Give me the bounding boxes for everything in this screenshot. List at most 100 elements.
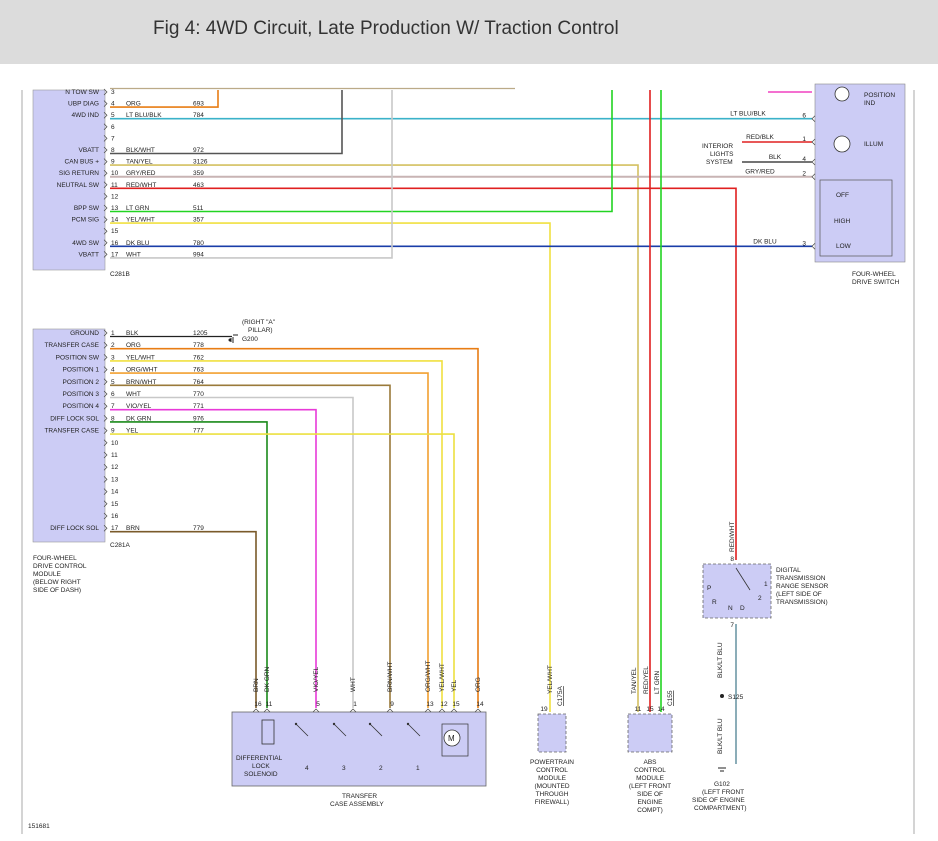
pin-chevron-icon <box>103 123 108 131</box>
pin-number: 9 <box>111 428 115 435</box>
pin-chevron-icon <box>349 708 357 713</box>
powertrain-control-module: 19YEL/WHTC175APOWERTRAINCONTROLMODULE(MO… <box>530 665 574 806</box>
abs-wire-label: TAN/YEL <box>631 667 638 694</box>
abs-body <box>627 713 673 753</box>
fwd-pin-number: 4 <box>802 156 806 163</box>
pin-number: 14 <box>111 217 119 224</box>
pin-number: 14 <box>111 489 119 496</box>
motor-label: M <box>448 734 455 743</box>
module-name: FOUR-WHEEL DRIVE CONTROL MODULE (BELOW R… <box>33 555 87 594</box>
fwd-pin-number: 3 <box>802 240 806 247</box>
pin-chevron-icon <box>811 115 816 122</box>
pcm-name-line: FIREWALL) <box>535 799 569 806</box>
pin-label-position-4: POSITION 4 <box>63 403 100 410</box>
abs-pin-number: 11 <box>635 706 642 713</box>
wire-color-label: ORG/WHT <box>126 367 157 374</box>
wire-color-label: BRN/WHT <box>126 379 156 386</box>
switch-low-label: LOW <box>836 243 852 250</box>
control-module-body-b <box>32 89 106 271</box>
figure-title: Fig 4: 4WD Circuit, Late Production W/ T… <box>153 18 619 39</box>
g200-note-line: (RIGHT "A" <box>242 319 276 326</box>
pin-chevron-icon <box>103 439 108 447</box>
pin-chevron-icon <box>103 451 108 459</box>
tc-wire-label: YEL/WHT <box>439 663 446 692</box>
pin-label-sig-return: SIG RETURN <box>59 170 99 177</box>
circuit-number: 693 <box>193 101 204 108</box>
dtr-name-line: (LEFT SIDE OF <box>776 591 822 598</box>
pin-chevron-icon <box>424 708 432 713</box>
pin-chevron-icon <box>103 341 108 349</box>
pin-chevron-icon <box>103 88 108 96</box>
abs-pin-number: 15 <box>646 706 654 713</box>
abs-name-line: (LEFT FRONT <box>629 783 671 790</box>
pin-label-ubp-diag: UBP DIAG <box>68 101 99 108</box>
pin-chevron-icon <box>103 390 108 398</box>
wire-color-label: TAN/YEL <box>126 159 153 166</box>
pin-number: 3 <box>111 354 115 361</box>
interior-lights-label: SYSTEM <box>706 159 733 166</box>
dtr-body <box>702 563 772 619</box>
pin-number: 8 <box>111 415 115 422</box>
pin-chevron-icon <box>811 173 816 180</box>
circuit-number: 778 <box>193 342 204 349</box>
circuit-number: 763 <box>193 367 204 374</box>
tc-wire-label: BRN <box>253 678 260 692</box>
position-switch-number: 1 <box>416 765 420 772</box>
pin-chevron-icon <box>474 708 482 713</box>
pin-chevron-icon <box>312 708 320 713</box>
pin-number: 10 <box>111 440 119 447</box>
pin-label-position-3: POSITION 3 <box>63 391 100 398</box>
pcm-name-line: THROUGH <box>536 791 569 798</box>
abs-name-line: ABS <box>643 759 657 766</box>
abs-wire-label: RED/YEL <box>643 666 650 694</box>
tc-pin-number: 15 <box>452 701 460 708</box>
abs-name-line: ENGINE <box>638 799 664 806</box>
illum-label: ILLUM <box>864 141 883 148</box>
interior-lights-system: INTERIOR LIGHTS SYSTEM <box>702 143 734 166</box>
pin-label-position-1: POSITION 1 <box>63 367 100 374</box>
dtr-pin-bottom: 7 <box>730 622 734 629</box>
module-name-line: SIDE OF DASH) <box>33 587 81 594</box>
connector-c281a: C281A <box>110 542 131 549</box>
pin-chevron-icon <box>103 227 108 235</box>
circuit-number: 764 <box>193 379 204 386</box>
fwd-wire-label: DK BLU <box>753 238 777 245</box>
pin-number: 15 <box>111 228 119 235</box>
pin-number: 13 <box>111 476 119 483</box>
tc-wire-label: YEL <box>451 679 458 692</box>
pin-number: 4 <box>111 367 115 374</box>
tc-wire-label: VIO/YEL <box>313 666 320 692</box>
motor-frame <box>441 723 469 757</box>
abs-name-line: CONTROL <box>634 767 666 774</box>
wire-red-wht-463 <box>110 187 737 560</box>
wire-color-label: ORG <box>126 101 141 108</box>
dtr-position-label: P <box>707 585 711 592</box>
pin-number: 3 <box>111 89 115 96</box>
wire-color-label: YEL <box>126 428 139 435</box>
wire-yel-wht-357 <box>110 222 551 712</box>
pin-chevron-icon <box>811 243 816 250</box>
wire-lt-grn-511 <box>110 90 613 213</box>
pin-number: 12 <box>111 464 119 471</box>
wire-color-label: BRN <box>126 525 140 532</box>
pcm-name-line: (MOUNTED <box>534 783 569 790</box>
dtr-switch-contact-icon <box>735 567 751 591</box>
tc-wire-label: DK GRN <box>264 666 271 692</box>
switch-pivot-icon <box>406 722 410 726</box>
circuit-number: 762 <box>193 354 204 361</box>
wire-org-778 <box>110 347 479 708</box>
mode-switch-frame <box>819 179 893 257</box>
position-ind-label: POSITION <box>864 92 895 99</box>
wire-color-label: YEL/WHT <box>126 354 155 361</box>
pcm-name-line: CONTROL <box>536 767 568 774</box>
pin-number: 10 <box>111 170 119 177</box>
circuit-number: 994 <box>193 251 204 258</box>
circuit-number: 511 <box>193 205 204 212</box>
interior-lights-label: INTERIOR <box>702 143 733 150</box>
